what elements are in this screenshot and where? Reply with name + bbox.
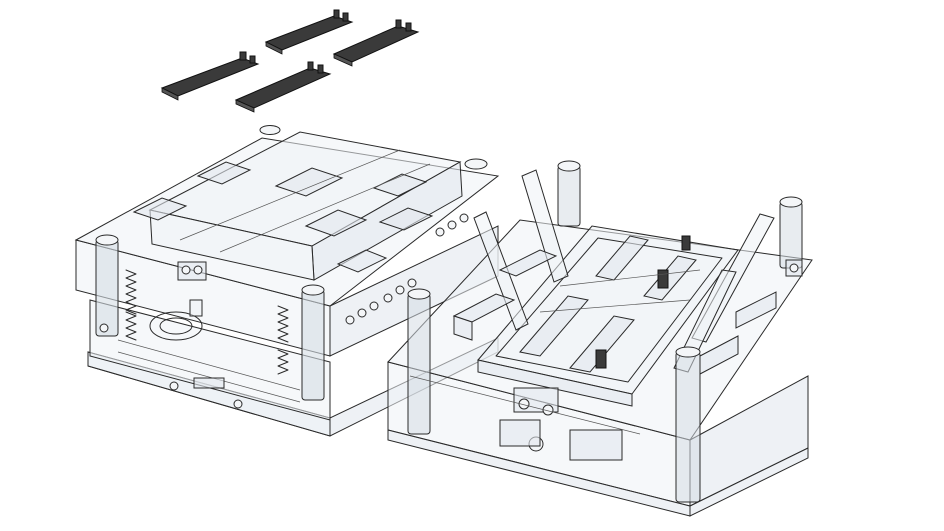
- core-slides: [132, 149, 434, 273]
- ejector-features: [409, 375, 641, 461]
- guide-bushings: [407, 160, 803, 503]
- latch-lock: [177, 261, 225, 389]
- ejector-housing: [89, 299, 331, 421]
- molded-part-1: [160, 51, 260, 101]
- molded-part-2: [264, 9, 354, 55]
- angle-pins: [473, 169, 775, 373]
- fixed-mold-half: [387, 160, 813, 517]
- corner-bolts: [785, 259, 803, 277]
- molded-part-4: [234, 61, 332, 113]
- side-cooling-holes: [99, 213, 469, 409]
- lifting-eye-bolt: [149, 299, 203, 341]
- leader-pins-left: [95, 125, 488, 401]
- cavity-features: [519, 235, 701, 373]
- molded-part-3: [332, 19, 420, 67]
- return-springs: [125, 269, 289, 375]
- side-slide-blocks: [452, 249, 777, 375]
- molded-parts-group: [160, 9, 420, 113]
- cavity-latch: [513, 387, 559, 416]
